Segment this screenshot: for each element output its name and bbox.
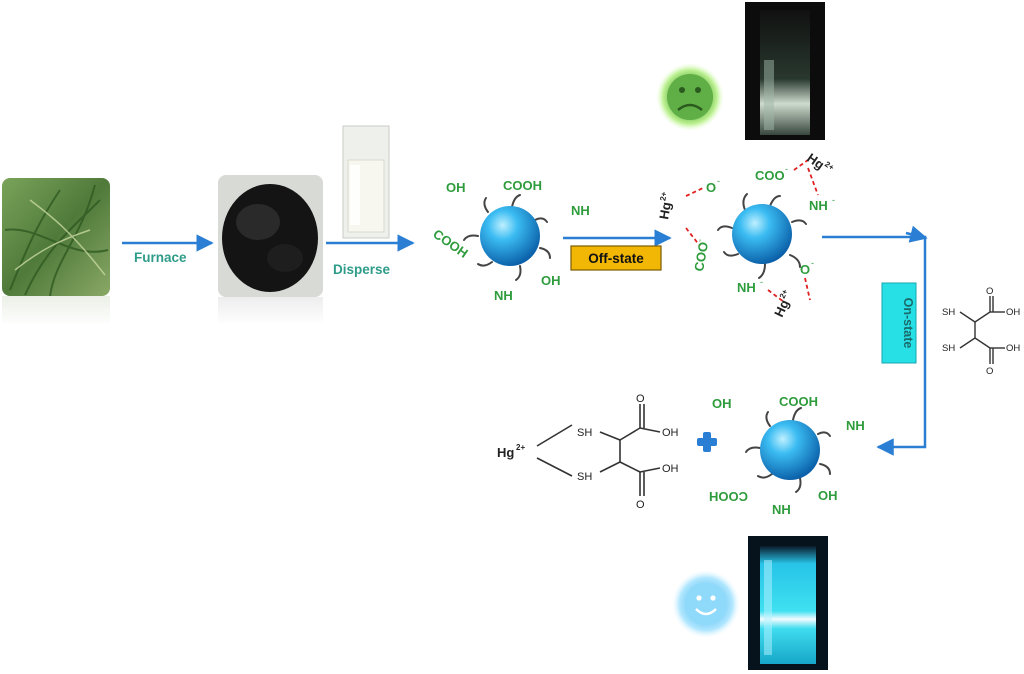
np1-nh-right: NH: [571, 203, 590, 218]
np2-o-bottom-charge: -: [811, 258, 814, 268]
np1-nh-bottom: NH: [494, 288, 513, 303]
nanoparticle-1: OH COOH NH OH NH COOH: [430, 178, 590, 303]
np2-nh-bottom: NH: [737, 280, 756, 295]
nanoparticle-2: Hg 2+ O - COO - COO - Hg 2+ NH - O - NH …: [656, 150, 836, 319]
mol-r-sh1: SH: [942, 307, 955, 318]
np1-hooc: COOH: [430, 226, 471, 261]
np3-nh-right: NH: [846, 418, 865, 433]
complex-oh1: OH: [662, 427, 679, 439]
mol-r-o2: O: [986, 366, 993, 377]
on-state-badge: On-state: [881, 282, 917, 364]
happy-face-icon: [672, 570, 740, 638]
np3-oh-top: OH: [712, 396, 732, 411]
disperse-label: Disperse: [333, 262, 391, 277]
np2-coo-top-charge: -: [785, 164, 788, 174]
blue-cuvette-photo: [748, 536, 828, 670]
np1-oh-top: OH: [446, 180, 466, 195]
off-state-label: Off-state: [588, 251, 644, 266]
np2-coo-top: COO: [755, 168, 785, 183]
complex-sh2: SH: [577, 471, 592, 483]
complex-oh2: OH: [662, 463, 679, 475]
grass-photo: [2, 178, 110, 326]
np2-hg-bottom: Hg: [771, 297, 792, 319]
arrow-on-state-top-head: [905, 225, 928, 243]
np2-hg-left-charge: 2+: [658, 191, 669, 202]
np3-nh-bottom: NH: [772, 502, 791, 517]
furnace-label: Furnace: [134, 250, 187, 265]
np2-coo-left-charge: -: [694, 238, 704, 243]
np3-oh-bottom: OH: [818, 488, 838, 503]
np3-hooc: COOH: [709, 489, 748, 504]
thiol-molecule-right-labels: SH SH O OH O OH: [942, 286, 1020, 377]
np2-nh-right-charge: -: [832, 195, 835, 205]
np1-oh-bottom: OH: [541, 273, 561, 288]
thiol-molecule-right: [959, 296, 1005, 364]
mol-r-oh1: OH: [1006, 307, 1020, 318]
carbon-powder-photo: [218, 175, 323, 325]
np2-hg-bottom-charge: 2+: [778, 288, 790, 300]
np2-o-bottom: O: [800, 262, 810, 277]
np2-nh-bottom-charge: -: [760, 277, 763, 287]
mol-r-o1: O: [986, 286, 993, 297]
np2-o-left-charge: -: [717, 176, 720, 186]
clear-cuvette-photo: [342, 125, 390, 239]
np2-hg-left: Hg: [656, 201, 674, 221]
complex-hg: Hg: [497, 445, 514, 460]
hg-complex-molecule: [536, 404, 661, 496]
np3-cooh: COOH: [779, 394, 818, 409]
on-state-label: On-state: [901, 298, 915, 349]
np2-coo-left: COO: [691, 241, 711, 273]
complex-o2: O: [636, 499, 645, 511]
arrow-on-state: [822, 235, 927, 456]
off-state-badge: Off-state: [570, 245, 662, 271]
complex-hg-charge: 2+: [516, 443, 525, 452]
nanoparticle-3: OH COOH NH OH NH COOH: [709, 394, 865, 517]
plus-icon: [697, 432, 717, 452]
hg-complex-labels: Hg 2+ SH SH O OH O OH: [497, 393, 679, 511]
complex-sh1: SH: [577, 427, 592, 439]
mol-r-sh2: SH: [942, 343, 955, 354]
np2-nh-right: NH: [809, 198, 828, 213]
complex-o1: O: [636, 393, 645, 405]
dark-cuvette-photo: [745, 2, 825, 140]
np2-o-left: O: [706, 180, 716, 195]
sad-face-icon: [656, 63, 724, 131]
np1-cooh: COOH: [503, 178, 542, 193]
mol-r-oh2: OH: [1006, 343, 1020, 354]
